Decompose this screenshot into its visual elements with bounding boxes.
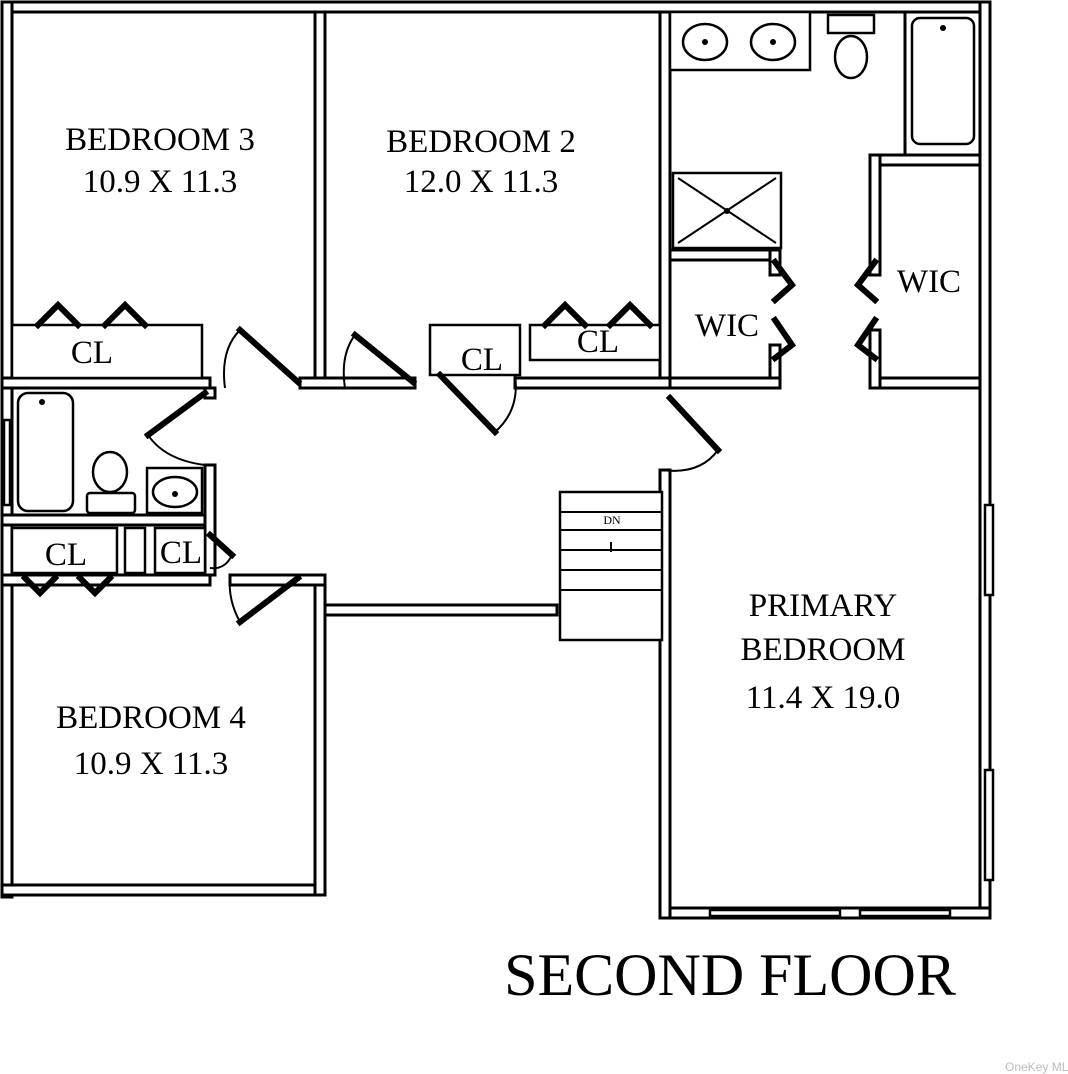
closet-label: CL [71,335,113,371]
floor-title: SECOND FLOOR [504,942,956,1008]
bedroom4-name: BEDROOM 4 [56,700,246,736]
bedroom4-size: 10.9 X 11.3 [74,746,229,782]
primary-name-1: PRIMARY [749,588,898,624]
windows [2,418,995,918]
closet-label: CL [45,537,87,573]
closet-label: CL [577,324,619,360]
doors [20,257,880,627]
primary-size: 11.4 X 19.0 [746,680,901,716]
toilet-icon [91,450,129,494]
bathtub-icon [16,391,75,513]
wic-label: WIC [695,308,759,344]
toilet-icon [826,13,876,35]
wic-label: WIC [897,264,961,300]
fixtures [16,10,976,515]
bedroom2-size: 12.0 X 11.3 [404,164,559,200]
closet-label: CL [160,535,202,571]
bedroom3-size: 10.9 X 11.3 [83,164,238,200]
primary-name-2: BEDROOM [740,632,905,668]
closet-label: CL [461,342,503,378]
bedroom2-name: BEDROOM 2 [386,124,576,160]
bedroom3-name: BEDROOM 3 [65,122,255,158]
watermark: OneKey MLS [1005,1060,1068,1074]
closet-boxes [10,323,662,575]
stairs-down-label: DN [603,513,621,527]
bathtub-icon [910,16,976,146]
stairs [558,490,664,642]
